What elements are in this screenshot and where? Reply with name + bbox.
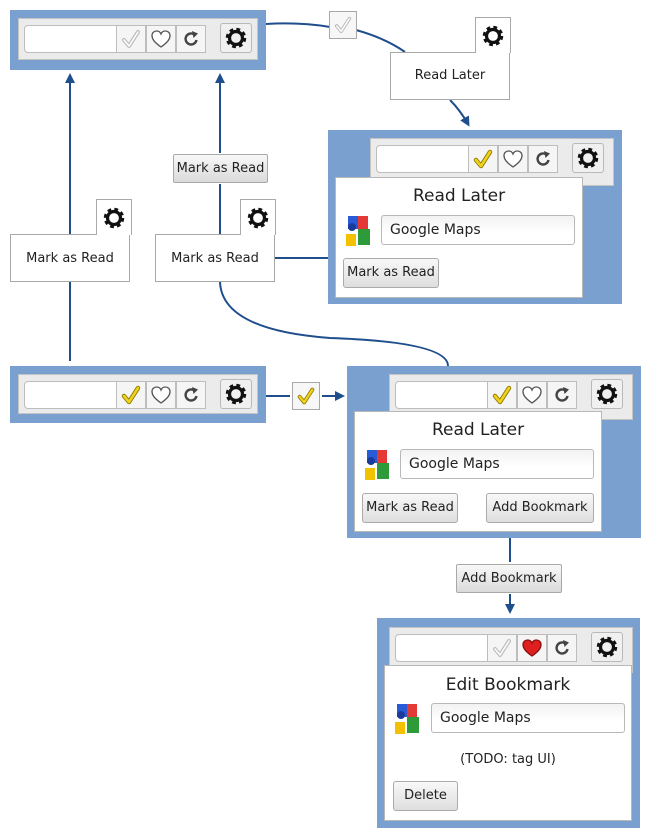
popup-frame-read-later-2: Read Later Google Maps Mark as Read Add … <box>347 366 641 538</box>
check-icon <box>473 149 493 169</box>
google-maps-favicon <box>346 216 370 246</box>
mark-as-read-button[interactable]: Mark as Read <box>362 493 458 523</box>
heart-icon <box>503 150 523 168</box>
gear-icon <box>225 27 247 49</box>
reload-button[interactable] <box>528 145 558 173</box>
toolbar <box>18 18 258 60</box>
heart-icon <box>522 639 542 657</box>
google-maps-favicon <box>365 450 389 480</box>
edge-check-icon-inactive <box>329 11 357 39</box>
edge-check-icon-active <box>292 382 320 410</box>
bookmark-button[interactable] <box>517 381 547 409</box>
reload-icon <box>184 31 198 46</box>
edit-bookmark-popup: Edit Bookmark Google Maps (TODO: tag UI)… <box>384 665 632 821</box>
read-later-button[interactable] <box>116 25 146 53</box>
todo-note: (TODO: tag UI) <box>460 752 556 767</box>
gear-icon <box>577 147 599 169</box>
heart-icon <box>151 386 171 404</box>
check-icon <box>492 385 512 405</box>
reload-button[interactable] <box>176 381 206 409</box>
popup-title: Read Later <box>412 186 506 206</box>
toolbar-search-field[interactable] <box>376 145 469 173</box>
title-field[interactable]: Google Maps <box>400 449 594 479</box>
popup-title: Edit Bookmark <box>445 675 571 695</box>
gear-icon <box>247 207 269 228</box>
heart-icon <box>151 30 171 48</box>
popup-frame-edit-bookmark: Edit Bookmark Google Maps (TODO: tag UI)… <box>377 618 640 828</box>
edge-label-add-bookmark: Add Bookmark <box>456 564 562 593</box>
gear-icon <box>596 383 618 405</box>
reload-icon <box>555 640 569 655</box>
edge-label-mark-as-read: Mark as Read <box>173 154 268 183</box>
gear-icon <box>596 636 618 658</box>
reload-button[interactable] <box>176 25 206 53</box>
check-icon <box>122 30 140 48</box>
gear-tab <box>240 199 276 235</box>
toolbar-search-field[interactable] <box>395 634 488 662</box>
context-menu-card-mark-as-read: Mark as Read <box>10 234 130 282</box>
gear-icon <box>482 25 504 46</box>
bookmark-button[interactable] <box>146 25 176 53</box>
bookmark-button[interactable] <box>498 145 528 173</box>
check-icon <box>121 385 141 405</box>
context-menu-card-mark-as-read: Mark as Read <box>155 234 275 282</box>
reload-icon <box>555 387 569 402</box>
toolbar <box>18 374 258 414</box>
check-icon <box>297 387 315 405</box>
card-label: Read Later <box>414 68 486 83</box>
gear-icon <box>225 383 247 405</box>
heart-icon <box>522 386 542 404</box>
card-label: Mark as Read <box>171 251 259 266</box>
title-field[interactable]: Google Maps <box>381 215 575 245</box>
read-later-popup: Read Later Google Maps Mark as Read Add … <box>354 411 602 532</box>
read-later-popup: Read Later Google Maps Mark as Read <box>335 177 583 298</box>
gear-tab <box>96 199 132 235</box>
settings-button[interactable] <box>591 379 623 409</box>
popup-frame-read-later: Read Later Google Maps Mark as Read <box>328 130 622 304</box>
reload-button[interactable] <box>547 381 577 409</box>
gear-tab <box>475 17 511 53</box>
card-label: Mark as Read <box>26 251 114 266</box>
popup-title: Read Later <box>431 420 525 440</box>
settings-button[interactable] <box>572 143 604 173</box>
toolbar-search-field[interactable] <box>24 25 117 53</box>
bookmark-button[interactable] <box>517 634 547 662</box>
check-icon <box>334 16 352 34</box>
gear-icon <box>103 207 125 228</box>
title-field[interactable]: Google Maps <box>431 703 625 733</box>
read-later-button[interactable] <box>468 145 498 173</box>
reload-icon <box>184 387 198 402</box>
check-icon <box>493 639 511 657</box>
read-later-button[interactable] <box>116 381 146 409</box>
toolbar-search-field[interactable] <box>395 381 488 409</box>
read-later-button[interactable] <box>487 634 517 662</box>
context-menu-card-read-later: Read Later <box>390 52 510 100</box>
toolbar-frame-top <box>10 10 266 70</box>
toolbar-frame-middle <box>10 366 266 423</box>
google-maps-favicon <box>395 704 419 734</box>
settings-button[interactable] <box>591 632 623 662</box>
read-later-button[interactable] <box>487 381 517 409</box>
settings-button[interactable] <box>220 379 252 409</box>
reload-button[interactable] <box>547 634 577 662</box>
add-bookmark-button[interactable]: Add Bookmark <box>486 493 594 523</box>
delete-button[interactable]: Delete <box>393 781 458 811</box>
mark-as-read-button[interactable]: Mark as Read <box>343 258 439 288</box>
bookmark-button[interactable] <box>146 381 176 409</box>
settings-button[interactable] <box>220 23 252 53</box>
reload-icon <box>536 151 550 166</box>
toolbar-search-field[interactable] <box>24 381 117 409</box>
